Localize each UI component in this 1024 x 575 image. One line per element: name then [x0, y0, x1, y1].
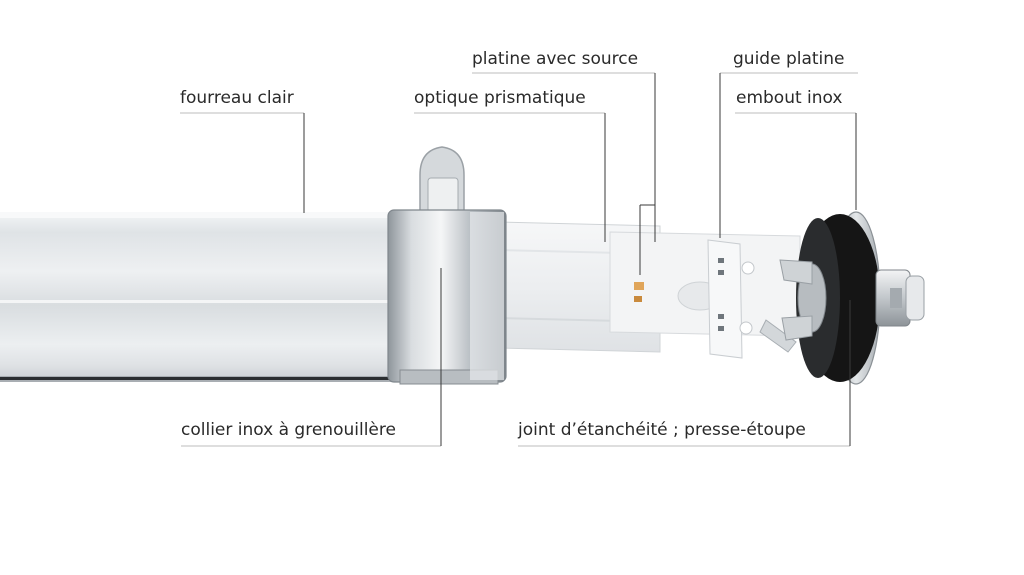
- end-cap-assembly: [779, 211, 925, 385]
- label-joint-etancheite: joint d’étanchéité ; presse-étoupe: [518, 420, 806, 440]
- label-guide-platine: guide platine: [733, 49, 845, 69]
- label-collier-inox: collier inox à grenouillère: [181, 420, 396, 440]
- board-guide: [707, 239, 797, 359]
- sleeve-tube: [0, 212, 410, 382]
- label-optique-prismatique: optique prismatique: [414, 88, 586, 108]
- led-board: [609, 231, 801, 337]
- leader-lines: [180, 72, 858, 447]
- label-embout-inox: embout inox: [736, 88, 843, 108]
- stainless-clamp: [387, 146, 507, 385]
- label-fourreau-clair: fourreau clair: [180, 88, 294, 108]
- label-platine-avec-source: platine avec source: [472, 49, 639, 69]
